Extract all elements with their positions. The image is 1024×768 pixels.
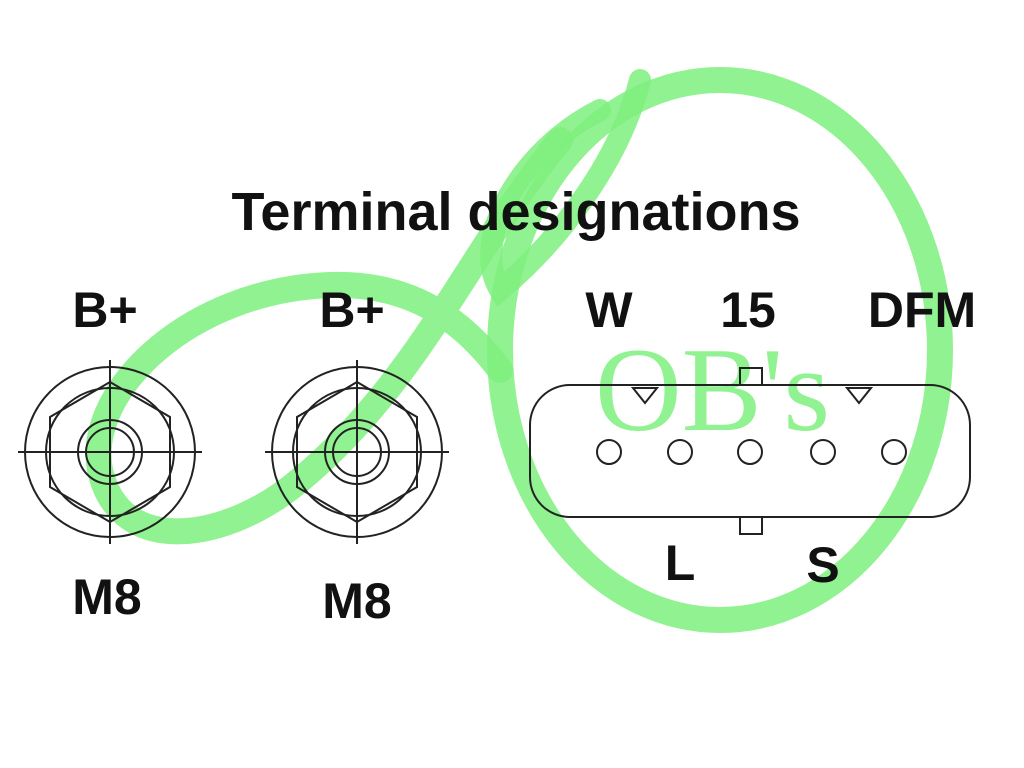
plug-top-key: [739, 367, 763, 386]
plug-label-s: S: [806, 537, 839, 593]
watermark-text: OB's: [595, 323, 830, 456]
stud-2-bottom-label: M8: [322, 573, 391, 629]
plug-pin-5: [881, 439, 907, 465]
plug-pin-2: [667, 439, 693, 465]
plug-label-dfm: DFM: [868, 282, 976, 338]
plug-marker-right: [844, 387, 874, 405]
plug-label-15: 15: [720, 282, 776, 338]
stud-2-top-label: B+: [319, 282, 384, 338]
plug-label-l: L: [665, 535, 696, 591]
plug-marker-left: [630, 387, 660, 405]
stud-terminal-1: B+ M8: [18, 282, 202, 625]
stud-terminal-2: B+ M8: [265, 282, 449, 629]
plug-label-w: W: [585, 282, 633, 338]
watermark-leaf-stroke: [480, 69, 651, 307]
diagram-title: Terminal designations: [231, 182, 800, 242]
plug-bottom-key: [739, 516, 763, 535]
plug-pin-1: [596, 439, 622, 465]
plug-pin-4: [810, 439, 836, 465]
stud-1-top-label: B+: [72, 282, 137, 338]
stud-1-bottom-label: M8: [72, 569, 141, 625]
plug-pin-3: [737, 439, 763, 465]
plug-connector: W 15 DFM L S: [529, 282, 976, 593]
